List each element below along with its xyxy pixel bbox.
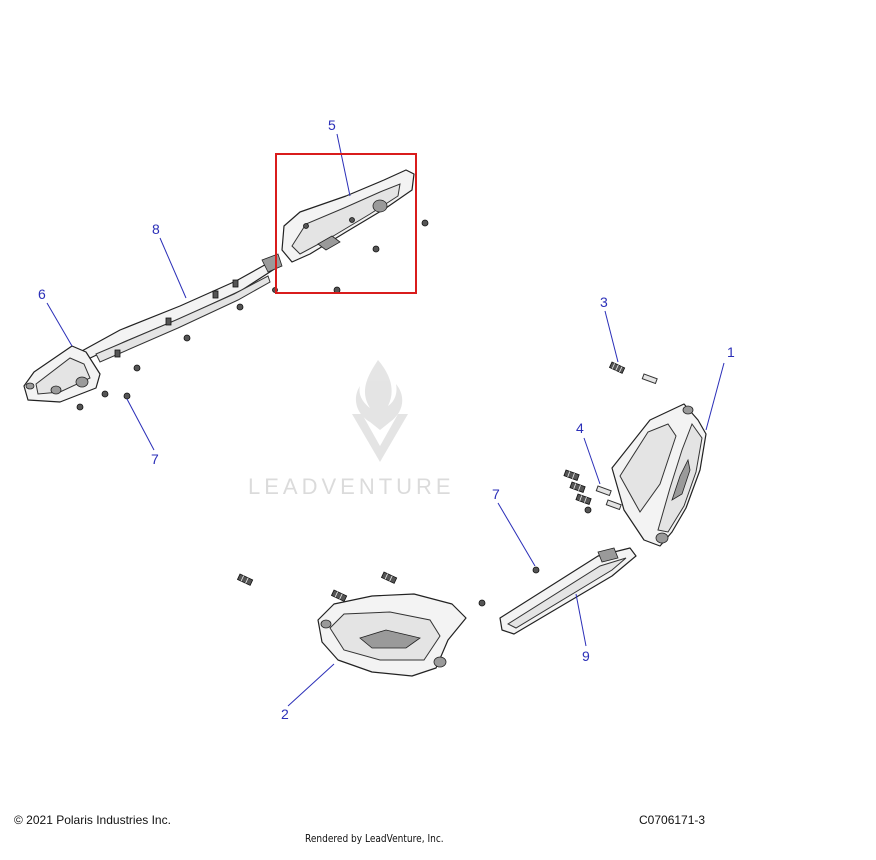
rendered-by-text: Rendered by LeadVenture, Inc. — [305, 832, 444, 845]
leadventure-watermark: LEADVENTURE — [248, 360, 455, 499]
callout-6[interactable]: 6 — [38, 286, 46, 302]
callout-1[interactable]: 1 — [727, 344, 735, 360]
callout-2[interactable]: 2 — [281, 706, 289, 722]
callout-8[interactable]: 8 — [152, 221, 160, 237]
flame-logo-icon — [355, 360, 403, 430]
drawing-number: C0706171-3 — [639, 813, 706, 827]
v-logo-icon — [352, 414, 408, 462]
bolts-part-3[interactable] — [236, 361, 626, 602]
part-6-left-bracket[interactable] — [23, 345, 101, 403]
callout-7-right[interactable]: 7 — [492, 486, 500, 502]
part-8-trim-strip[interactable] — [79, 253, 283, 363]
part-2-left-headlight[interactable] — [317, 593, 467, 677]
callout-3[interactable]: 3 — [600, 294, 608, 310]
copyright-text: © 2021 Polaris Industries Inc. — [14, 813, 171, 827]
leader-lines — [46, 133, 725, 707]
nuts-part-7[interactable] — [76, 219, 592, 607]
callout-4[interactable]: 4 — [576, 420, 584, 436]
trim-clips — [114, 279, 239, 358]
pins-part-4[interactable] — [595, 373, 658, 511]
part-5-center-bracket[interactable] — [281, 169, 415, 263]
part-5-highlight-box — [275, 153, 417, 294]
callout-9[interactable]: 9 — [582, 648, 590, 664]
part-1-right-headlight[interactable] — [611, 403, 707, 547]
callout-7-left[interactable]: 7 — [151, 451, 159, 467]
callout-5[interactable]: 5 — [328, 117, 336, 133]
part-9-light-bar[interactable] — [499, 547, 637, 635]
callout-labels: 1 2 3 4 5 6 7 7 8 9 — [38, 117, 735, 722]
watermark-text: LEADVENTURE — [248, 474, 455, 499]
